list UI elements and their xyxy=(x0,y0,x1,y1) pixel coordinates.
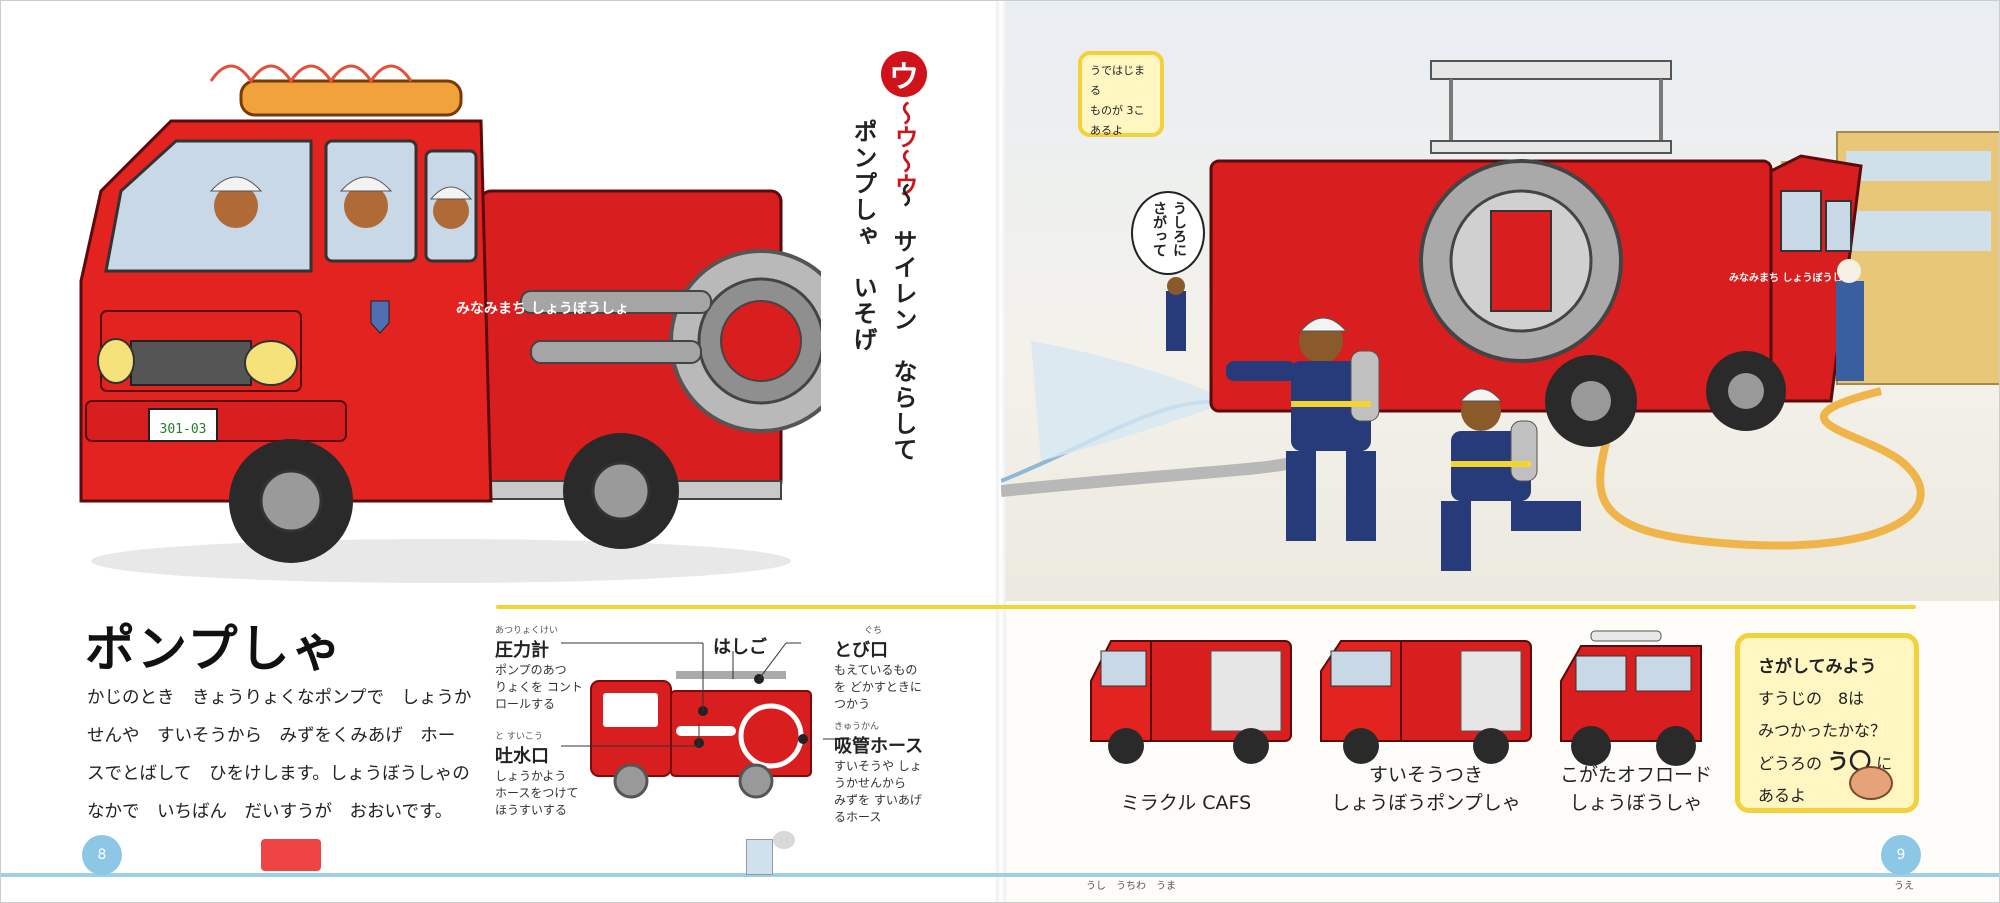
scene-truck-door-text: みなみまち しょうぼうしょ xyxy=(1729,271,1852,284)
hint-line: ものが 3こ xyxy=(1090,104,1145,117)
desc-line: るホース xyxy=(834,810,882,824)
description-line: かじのとき きょうりょくなポンプで しょうか xyxy=(87,688,472,708)
desc-line: みずを すいあげ xyxy=(834,793,922,807)
siren-sound-tail: 〜 xyxy=(890,183,918,207)
suction-hose-ruby: きゅうかん xyxy=(834,722,880,732)
ladder-label: はしご xyxy=(713,637,767,658)
label-discharge: と すいこう 吐水口 しょうかよう ホースをつけて ほうすいする xyxy=(495,729,615,819)
caption-line: こがたオフロード xyxy=(1559,764,1712,786)
search-line-1: すうじの 8は xyxy=(1758,689,1865,708)
caption-line: しょうぼうしゃ xyxy=(1569,792,1703,814)
description-line: なかで いちばん だいすうが おおいです。 xyxy=(87,802,453,822)
pressure-gauge-desc: ポンプのあつ りょくを コント ロールする xyxy=(495,662,615,713)
label-nozzle: ぐち とび口 もえているもの を どかすときに つかう xyxy=(834,623,964,713)
footer-center-text: うし うちわ うま xyxy=(1086,881,1176,892)
discharge-desc: しょうかよう ホースをつけて ほうすいする xyxy=(495,768,615,819)
yellow-divider xyxy=(496,605,1916,609)
speech-bubble xyxy=(1131,191,1205,275)
label-suction-hose: きゅうかん 吸管ホース すいそうや しょ うかせんから みずを すいあげ るホー… xyxy=(834,719,964,826)
pressure-gauge-label: 圧力計 xyxy=(495,640,549,661)
footer-right-text: うえ xyxy=(1894,881,1914,892)
suction-hose-label: 吸管ホース xyxy=(834,736,924,757)
description-line: せんや すいそうから みずをくみあげ ホー xyxy=(87,726,456,746)
search-line-3-pre: どうろの xyxy=(1758,754,1823,773)
desc-line: ほうすいする xyxy=(495,803,568,817)
desc-line: ロールする xyxy=(495,697,556,711)
speech-bubble-text: うしろに さがって xyxy=(1151,201,1187,257)
desc-line: しょうかよう xyxy=(495,769,567,783)
hint-box: うではじまる ものが 3こ あるよ xyxy=(1078,51,1164,137)
page-title: ポンプしゃ xyxy=(85,620,344,678)
desc-line: つかう xyxy=(834,697,871,711)
search-line-2: みつかったかな？ xyxy=(1758,721,1887,740)
desc-line: ホースをつけて xyxy=(495,786,579,800)
desc-line: もえているもの xyxy=(834,663,918,677)
desc-line: りょくを コント xyxy=(495,680,583,694)
diagram-leader-lines xyxy=(561,642,851,747)
building-window xyxy=(1846,151,1991,181)
nozzle-label: とび口 xyxy=(834,640,888,661)
siren-badge: ウ xyxy=(881,51,927,97)
cow-face-icon xyxy=(1849,766,1893,800)
vertical-line-2: ポンプしゃ いそげ xyxy=(849,119,877,353)
page-number-right: 9 xyxy=(1881,835,1921,875)
pressure-gauge-ruby: あつりょくけい xyxy=(495,626,559,636)
blue-footer-line xyxy=(1,873,1999,877)
miracle-cafs-truck xyxy=(1090,640,1292,764)
caption-line: すいそうつき xyxy=(1368,764,1483,786)
pump-truck-illustration: 301-03 みなみまち しょうぼうしょ xyxy=(79,64,821,583)
nozzle-desc: もえているもの を どかすときに つかう xyxy=(834,662,964,713)
smoke-icon xyxy=(773,831,795,849)
caption-compact-offroad: こがたオフロード しょうぼうしゃ xyxy=(1551,761,1721,817)
fire-station-icon xyxy=(261,839,321,871)
discharge-ruby: と すいこう xyxy=(495,732,543,742)
license-plate-text: 301-03 xyxy=(160,422,207,437)
siren-sound-text: 〜ウ〜ウ xyxy=(890,101,918,197)
vertical-line-1: サイレン ならして xyxy=(889,229,917,463)
search-line-4: あるよ xyxy=(1758,786,1807,805)
building-window xyxy=(1846,211,1991,251)
nozzle-ruby: ぐち xyxy=(864,626,883,636)
compact-offroad-fire-truck xyxy=(1560,630,1702,766)
book-gutter xyxy=(996,1,1006,902)
hint-line: うではじまる xyxy=(1090,64,1145,97)
desc-line: すいそうや しょ xyxy=(834,759,922,773)
firefighting-scene: みなみまち しょうぼうしょ xyxy=(1001,60,1925,571)
caption-line: ミラクル CAFS xyxy=(1120,792,1252,814)
truck-diagram xyxy=(590,671,812,799)
search-title: さがしてみよう xyxy=(1758,657,1877,677)
label-pressure-gauge: あつりょくけい 圧力計 ポンプのあつ りょくを コント ロールする xyxy=(495,623,615,713)
desc-line: うかせんから xyxy=(834,776,907,790)
building-smoke-icon xyxy=(746,839,773,875)
caption-miracle-cafs: ミラクル CAFS xyxy=(1081,789,1291,817)
truck-door-text: みなみまち しょうぼうしょ xyxy=(456,301,629,317)
desc-line: ポンプのあつ xyxy=(495,663,567,677)
hint-line: あるよ xyxy=(1090,124,1123,137)
page-number-left: 8 xyxy=(82,835,122,875)
caption-water-tank-pump-truck: すいそうつき しょうぼうポンプしゃ xyxy=(1306,761,1546,817)
description-text: かじのとき きょうりょくなポンプで しょうか せんや すいそうから みずをくみあ… xyxy=(87,679,487,831)
desc-line: を どかすときに xyxy=(834,680,922,694)
caption-line: しょうぼうポンプしゃ xyxy=(1331,792,1521,814)
water-tank-pump-truck xyxy=(1320,640,1532,764)
discharge-label: 吐水口 xyxy=(495,746,549,767)
description-line: スでとばして ひをけします。しょうぼうしゃの xyxy=(87,764,470,784)
suction-hose-desc: すいそうや しょ うかせんから みずを すいあげ るホース xyxy=(834,758,964,826)
